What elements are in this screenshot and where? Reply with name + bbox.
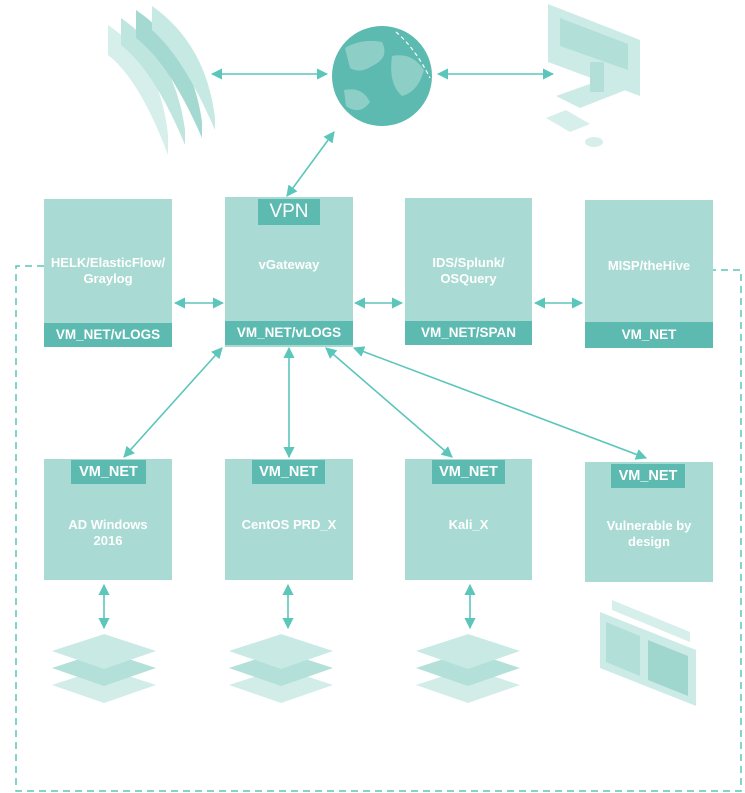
firewall-layers-icon xyxy=(108,6,215,155)
vgateway-network-band: VM_NET/vLOGS xyxy=(225,321,353,345)
helk-label: HELK/ElasticFlow/ Graylog xyxy=(50,255,166,286)
misp-label: MISP/theHive xyxy=(607,258,691,273)
vm-label: CentOS PRD_X xyxy=(241,517,337,532)
vm-label: AD Windows 2016 xyxy=(68,517,148,548)
misp-box[interactable]: MISP/theHive VM_NET xyxy=(585,200,713,348)
vm-net-tag: VM_NET xyxy=(611,464,685,488)
ids-network-band: VM_NET/SPAN xyxy=(405,321,532,345)
ids-label: IDS/Splunk/ OSQuery xyxy=(432,255,505,286)
helk-box[interactable]: HELK/ElasticFlow/ Graylog VM_NET/vLOGS xyxy=(44,199,172,347)
vm-net-tag: VM_NET xyxy=(252,460,325,484)
link-vgateway-kali xyxy=(325,347,453,458)
vm-label: Kali_X xyxy=(448,517,489,532)
stack-layers-icon xyxy=(229,631,333,703)
helk-network-band: VM_NET/vLOGS xyxy=(44,323,172,347)
misp-network-band: VM_NET xyxy=(585,322,713,348)
vgateway-label: vGateway xyxy=(258,257,320,272)
link-vgateway-ad xyxy=(123,347,223,458)
vm-net-tag: VM_NET xyxy=(71,460,146,484)
vulnerable-windows-icon xyxy=(600,600,696,706)
stack-layers-icon xyxy=(52,631,156,703)
vm-net-tag: VM_NET xyxy=(432,460,505,484)
ids-box[interactable]: IDS/Splunk/ OSQuery VM_NET/SPAN xyxy=(405,198,532,345)
globe-icon xyxy=(332,26,432,126)
workstation-icon xyxy=(546,4,640,147)
stack-layers-icon xyxy=(416,631,520,703)
link-globe-vpn xyxy=(286,131,335,197)
network-boundary xyxy=(15,265,742,792)
link-vgateway-vulnerable xyxy=(352,346,648,460)
vm-label: Vulnerable by design xyxy=(606,518,692,549)
vpn-tag: VPN xyxy=(258,199,320,225)
